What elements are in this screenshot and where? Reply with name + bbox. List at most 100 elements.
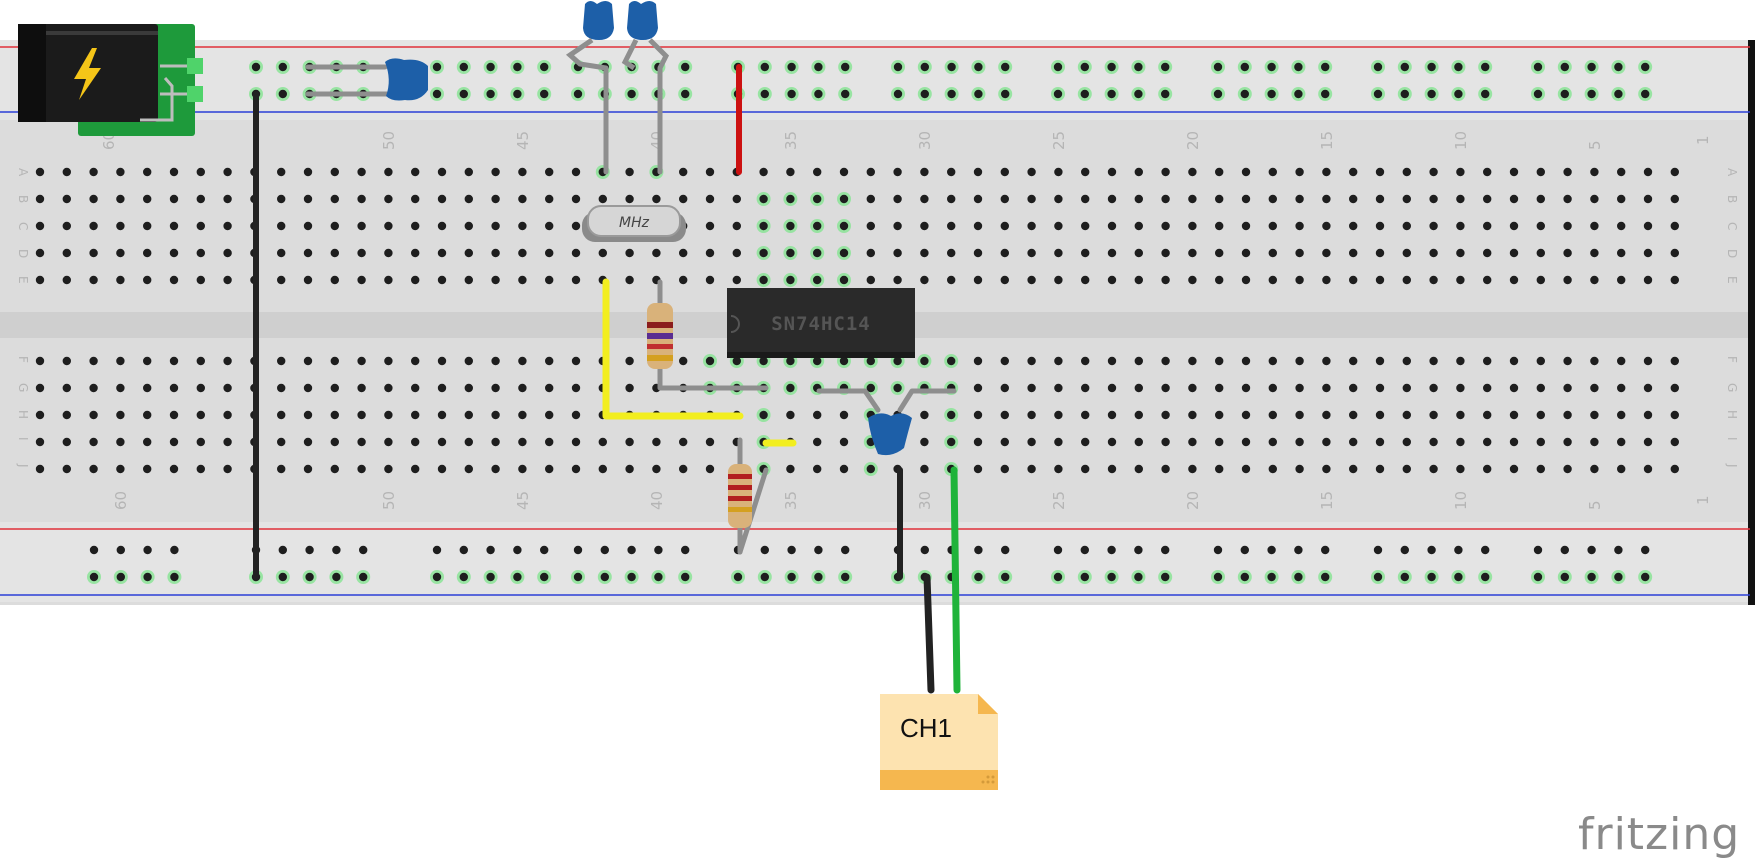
breadboard-hole [947, 410, 956, 420]
breadboard-hole [920, 194, 929, 204]
breadboard-hole [518, 221, 527, 231]
breadboard-hole [116, 464, 125, 474]
breadboard-hole [169, 167, 179, 177]
breadboard-hole [1161, 89, 1170, 99]
breadboard-hole [1641, 545, 1650, 555]
breadboard-hole [1536, 167, 1546, 177]
breadboard-hole [1670, 248, 1680, 258]
breadboard-hole [303, 248, 313, 258]
breadboard-hole [305, 572, 314, 582]
breadboard-hole [920, 275, 929, 285]
breadboard-hole [518, 410, 527, 420]
lightning-bolt-icon [74, 48, 101, 100]
breadboard-hole [1643, 356, 1653, 366]
breadboard-hole [893, 89, 903, 99]
breadboard-hole [947, 221, 956, 231]
breadboard-hole [681, 62, 690, 72]
breadboard-hole [705, 275, 715, 285]
breadboard-hole [1107, 167, 1117, 177]
breadboard-hole [35, 248, 45, 258]
breadboard-hole [1536, 194, 1546, 204]
breadboard-top-rail [0, 40, 1755, 120]
breadboard-hole [652, 464, 661, 474]
breadboard-hole [1001, 572, 1010, 582]
breadboard-hole [893, 221, 902, 231]
breadboard-hole [786, 383, 795, 393]
breadboard-hole [223, 194, 232, 204]
breadboard-hole [1134, 437, 1144, 447]
breadboard-hole [760, 572, 769, 582]
column-number: 5 [1586, 140, 1604, 150]
breadboard-hole [459, 545, 468, 555]
breadboard-hole [1375, 464, 1385, 474]
breadboard-hole [35, 383, 45, 393]
breadboard-hole [1643, 275, 1653, 285]
breadboard-hole [62, 383, 71, 393]
breadboard-hole [223, 221, 232, 231]
breadboard-hole [786, 464, 795, 474]
breadboard-hole [169, 383, 179, 393]
breadboard-hole [1134, 275, 1144, 285]
crystal: MHz [582, 205, 686, 242]
breadboard-hole [89, 464, 98, 474]
breadboard-hole [1054, 383, 1063, 393]
breadboard-hole [357, 167, 366, 177]
breadboard-hole [303, 167, 313, 177]
breadboard-hole [973, 437, 983, 447]
breadboard-hole [627, 89, 636, 99]
resistor-middle [647, 303, 673, 369]
breadboard-hole [223, 410, 232, 420]
breadboard-hole [1509, 356, 1519, 366]
breadboard-hole [1001, 62, 1010, 72]
breadboard-hole [1134, 464, 1144, 474]
breadboard-hole [1134, 356, 1144, 366]
breadboard-hole [223, 248, 232, 258]
breadboard-hole [839, 464, 849, 474]
breadboard-hole [973, 410, 983, 420]
breadboard-hole [1107, 545, 1116, 555]
breadboard-hole [839, 167, 849, 177]
breadboard-hole [813, 464, 822, 474]
breadboard-hole [491, 383, 500, 393]
breadboard-hole [1161, 572, 1170, 582]
breadboard-hole [1188, 410, 1197, 420]
breadboard-hole [1241, 248, 1251, 258]
breadboard-hole [1617, 275, 1626, 285]
breadboard-hole [1268, 410, 1278, 420]
breadboard-hole [1000, 221, 1009, 231]
breadboard-hole [411, 167, 420, 177]
breadboard-hole [1400, 545, 1410, 555]
breadboard-hole [518, 383, 527, 393]
breadboard-hole [303, 410, 313, 420]
breadboard-hole [437, 437, 447, 447]
breadboard-hole [486, 572, 495, 582]
breadboard-hole [1483, 248, 1492, 258]
breadboard-hole [1107, 248, 1117, 258]
breadboard-hole [411, 356, 420, 366]
breadboard-hole [223, 437, 232, 447]
breadboard-hole [1563, 194, 1572, 204]
power-jack [18, 24, 203, 136]
breadboard-hole [1641, 62, 1650, 72]
breadboard-hole [1000, 194, 1009, 204]
breadboard-hole [1322, 464, 1331, 474]
breadboard-hole [1509, 194, 1519, 204]
breadboard-hole [1375, 437, 1385, 447]
breadboard-hole [1241, 437, 1251, 447]
breadboard-hole [1402, 464, 1412, 474]
breadboard-hole [732, 221, 741, 231]
breadboard-hole [705, 437, 715, 447]
breadboard-hole [35, 464, 45, 474]
breadboard-hole [1107, 356, 1117, 366]
row-letter: I [1725, 437, 1739, 441]
column-number: 20 [1184, 491, 1202, 510]
breadboard-hole [357, 464, 366, 474]
breadboard-hole [1188, 275, 1197, 285]
breadboard-hole [491, 437, 500, 447]
breadboard-hole [196, 410, 205, 420]
breadboard-hole [1427, 62, 1436, 72]
breadboard-hole [1402, 194, 1412, 204]
breadboard-hole [303, 383, 313, 393]
breadboard-hole [1402, 410, 1412, 420]
breadboard-hole [518, 194, 527, 204]
